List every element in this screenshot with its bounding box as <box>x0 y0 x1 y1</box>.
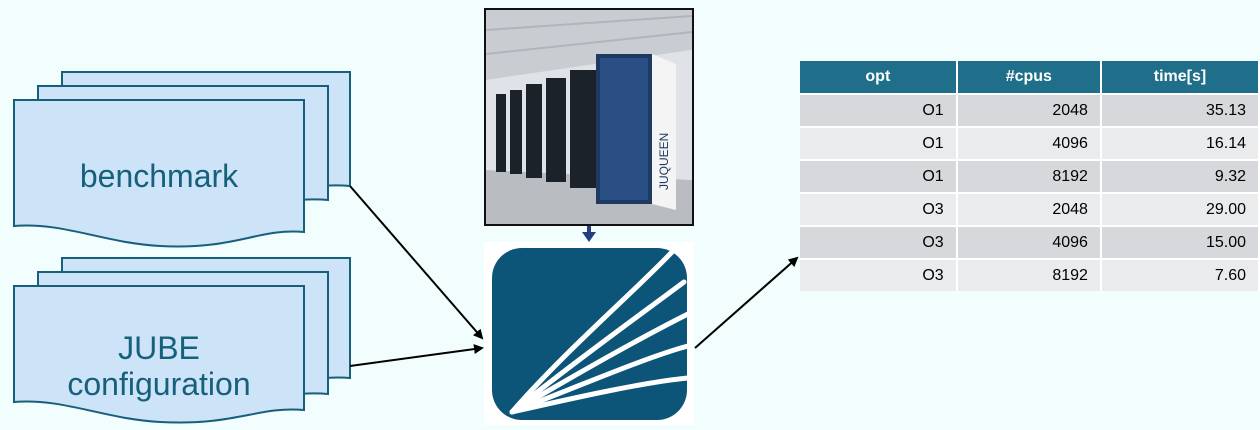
cell-time: 9.32 <box>1100 159 1260 193</box>
jube-logo <box>492 248 691 420</box>
table-header-row: opt #cpus time[s] <box>800 61 1260 94</box>
column-header-opt: opt <box>800 61 958 94</box>
cell-opt: O1 <box>800 93 958 127</box>
config-label-line2: configuration <box>67 366 251 402</box>
cell-time: 7.60 <box>1100 258 1260 291</box>
config-document-stack <box>13 257 351 424</box>
benchmark-label: benchmark <box>79 158 239 194</box>
column-header-cpus: #cpus <box>956 61 1102 94</box>
table-row: O3 2048 29.00 <box>800 192 1260 226</box>
cell-cpus: 8192 <box>956 159 1102 193</box>
cell-time: 29.00 <box>1100 192 1260 226</box>
column-header-time: time[s] <box>1100 61 1260 94</box>
table-row: O3 4096 15.00 <box>800 225 1260 259</box>
config-label: JUBE configuration <box>14 330 304 402</box>
cell-cpus: 2048 <box>956 192 1102 226</box>
machine-name-label: JUQUEEN <box>657 133 671 190</box>
arrow-config-to-jube <box>349 344 484 367</box>
cell-cpus: 4096 <box>956 225 1102 259</box>
jube-logo-box <box>484 242 694 425</box>
cell-opt: O3 <box>800 258 958 291</box>
table-row: O1 2048 35.13 <box>800 93 1260 127</box>
results-table: opt #cpus time[s] O1 2048 35.13 O1 4096 … <box>800 61 1260 291</box>
cell-cpus: 2048 <box>956 93 1102 127</box>
table-row: O3 8192 7.60 <box>800 258 1260 291</box>
table-row: O1 8192 9.32 <box>800 159 1260 193</box>
cell-time: 16.14 <box>1100 126 1260 160</box>
config-label-line1: JUBE <box>118 330 200 366</box>
cell-opt: O1 <box>800 159 958 193</box>
supercomputer-photo: JUQUEEN <box>484 8 694 226</box>
cell-opt: O1 <box>800 126 958 160</box>
cell-time: 15.00 <box>1100 225 1260 259</box>
table-row: O1 4096 16.14 <box>800 126 1260 160</box>
cell-opt: O3 <box>800 192 958 226</box>
benchmark-document-stack <box>13 71 351 248</box>
cell-time: 35.13 <box>1100 93 1260 127</box>
cell-opt: O3 <box>800 225 958 259</box>
cell-cpus: 8192 <box>956 258 1102 291</box>
cell-cpus: 4096 <box>956 126 1102 160</box>
arrow-jube-to-results <box>694 256 799 349</box>
arrow-benchmark-to-jube <box>349 185 484 340</box>
